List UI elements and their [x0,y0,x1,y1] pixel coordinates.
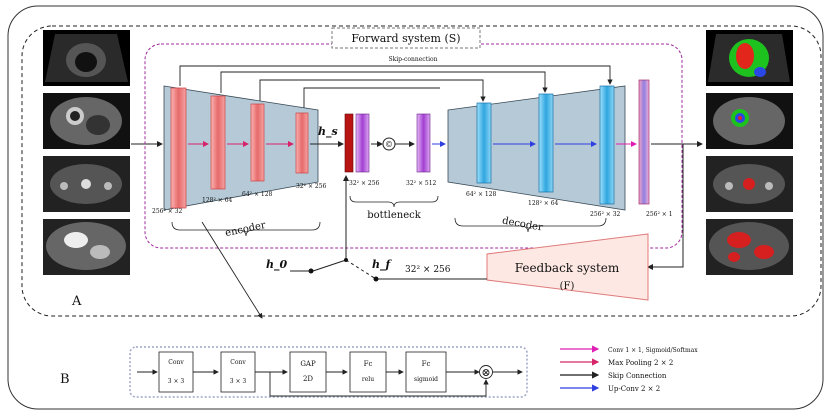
feedback-sub: (F) [560,281,575,292]
conv1-kernel: 3 × 3 [168,378,185,385]
decoder-trapezoid [447,85,626,211]
decoder-dim-4: 256² × 1 [646,211,673,218]
forward-system-title: Forward system (S) [351,32,460,45]
encoder-blocks [170,87,309,209]
legend-maxpool: Max Pooling 2 × 2 [608,359,673,367]
bottleneck-label: bottleneck [367,210,422,221]
encoder-label: encoder [224,220,267,239]
input-images [43,30,130,275]
decoder-dims: 64² × 128 128² × 64 256² × 32 256² × 1 [466,191,673,218]
encoder-block-3 [250,103,265,182]
encoder-dim-3: 64² × 128 [242,191,273,198]
concat-symbol: © [385,140,393,149]
panel-a-label: A [71,294,82,309]
outer-frame [7,5,824,410]
skip-connections [179,65,613,112]
fc1-name: Fc [364,360,373,368]
conv1-name: Conv [168,359,184,366]
encoder-trapezoid [163,85,319,211]
panel-b-label: B [60,372,70,387]
legend-skip: Skip Connection [608,372,667,380]
output-block [638,79,650,205]
feedback-input-arrow [647,144,684,270]
bottleneck-purple-block-2 [416,113,431,173]
bottleneck-dim-2: 32² × 512 [406,180,437,187]
decoder-dim-1: 64² × 128 [466,191,497,198]
decoder-blocks [476,79,650,205]
fc2-sub: sigmoid [414,376,438,383]
bottleneck-purple-block-1 [355,113,370,173]
block-b-modules: Conv 3 × 3 Conv 3 × 3 GAP 2D Fc relu Fc … [158,351,447,393]
hf-label: h_f [372,258,392,272]
conv2-name: Conv [230,359,246,366]
decoder-dim-2: 128² × 64 [528,200,559,207]
block-b-arrows [193,369,523,397]
multiply-symbol: ⊗ [481,366,490,379]
encoder-block-1 [170,87,187,209]
fc-relu-box [349,351,387,393]
decoder-brace [454,217,607,233]
fc-sigmoid-box [405,351,447,393]
gap-sub: 2D [303,375,313,383]
output-images [706,30,793,275]
conv2-box [220,351,256,393]
multiply-icon [479,365,493,379]
hf-dim: 32² × 256 [405,265,451,275]
encoder-dim-1: 256² × 32 [152,208,183,215]
legend: Conv 1 × 1, Sigmoid/Softmax Max Pooling … [560,345,698,393]
encoder-dims: 256² × 32 128² × 64 64² × 128 32² × 256 [152,183,327,215]
bottleneck-red-block [344,113,354,173]
h0-label: h_0 [266,258,287,272]
switch-node [344,258,348,262]
encoder-dim-2: 128² × 64 [202,197,233,204]
legend-conv1x1: Conv 1 × 1, Sigmoid/Softmax [608,347,698,354]
decoder-label: decoder [501,216,544,234]
hf-node [373,276,379,282]
encoder-block-4 [295,112,309,174]
encoder-to-blockb-arrow [201,221,263,319]
feedback-system-box [486,233,649,301]
hs-label: h_s [318,125,338,139]
bottleneck-dim-1: 32² × 256 [349,180,380,187]
conv2-kernel: 3 × 3 [230,378,247,385]
encoder-block-2 [210,95,226,190]
fc1-sub: relu [362,376,374,383]
conv1-box [158,351,194,393]
encoder-brace [171,221,321,237]
skip-connection-title: Skip-connection [389,56,438,63]
gap-name: GAP [300,360,316,368]
decoder-dim-3: 256² × 32 [590,211,621,218]
bottleneck-brace [349,195,439,208]
decoder-block-2 [538,93,554,193]
encoder-dim-4: 32² × 256 [296,183,327,190]
feedback-title: Feedback system [515,261,620,275]
decoder-block-1 [476,102,492,184]
legend-upconv: Up-Conv 2 × 2 [608,385,660,393]
fc2-name: Fc [422,360,431,368]
decoder-block-3 [599,85,615,205]
block-b-frame [129,346,528,398]
gap-box [289,351,327,393]
h0-line [312,259,347,272]
forward-system-title-box [331,27,481,49]
